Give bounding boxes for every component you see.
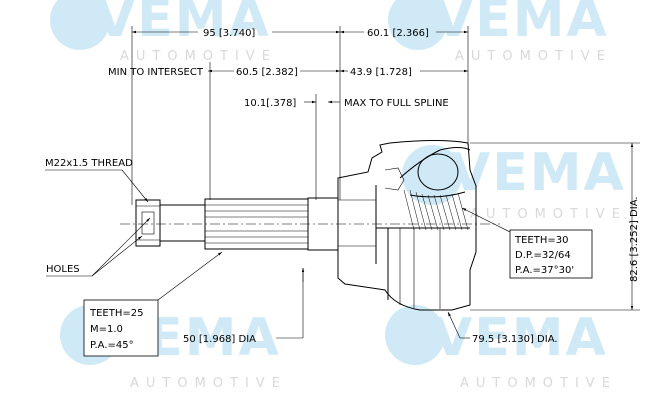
section-hatch: [403, 189, 469, 231]
watermark-sub: AUTOMOTIVE: [460, 376, 617, 391]
spec-right-pitch: D.P.=32/64: [515, 250, 571, 261]
min-to-intersect-label: MIN TO INTERSECT: [108, 67, 204, 78]
spec-right-teeth: TEETH=30: [514, 235, 568, 246]
spec-box-left: TEETH=25 M=1.0 P.A.=45°: [83, 299, 159, 357]
inner-race-lower: [409, 191, 466, 198]
vema-logo-icon: [388, 0, 448, 50]
dim-min-to-intersect: 60.5 [2.382]: [236, 67, 298, 78]
leader-inner-spline: [461, 207, 511, 233]
watermark-sub: AUTOMOTIVE: [455, 49, 612, 64]
vema-logo-icon: [50, 0, 110, 50]
watermark-brand: VEMA: [450, 143, 626, 203]
dim-overall-right: 60.1 [2.366]: [367, 28, 429, 39]
inner-race: [399, 147, 471, 179]
dim-overall-left: 95 [3.740]: [203, 28, 255, 39]
watermark-brand: VEMA: [433, 0, 609, 49]
spec-right-pressure-angle: P.A.=37°30': [515, 265, 574, 276]
thread-label: M22x1.5 THREAD: [45, 158, 133, 169]
cv-joint-part: [135, 140, 477, 311]
watermark-brand: VEMA: [95, 0, 271, 49]
max-to-full-spline: MAX TO FULL SPLINE: [344, 98, 449, 109]
dim-shaft-dia: 50 [1.968] DIA: [183, 334, 256, 345]
dim-outer-dia: 79.5 [3.130] DIA.: [472, 334, 558, 345]
dim-intersect-to-end: 43.9 [1.728]: [350, 67, 412, 78]
watermark-sub: AUTOMOTIVE: [130, 376, 287, 391]
watermark-sub: AUTOMOTIVE: [120, 49, 277, 64]
watermark-sub: AUTOMOTIVE: [470, 207, 627, 222]
shaft-neck: [159, 204, 206, 242]
bell-housing: [337, 140, 477, 311]
leader-spline: [157, 251, 223, 301]
watermark-top-left: VEMA AUTOMOTIVE: [50, 0, 277, 64]
watermark-top-right: VEMA AUTOMOTIVE: [388, 0, 612, 64]
spec-left-pressure-angle: P.A.=45°: [90, 340, 134, 351]
spec-left-teeth: TEETH=25: [89, 308, 143, 319]
dim-spline-offset: 10.1[.378]: [244, 98, 296, 109]
watermark-bottom-right: VEMA AUTOMOTIVE: [385, 305, 617, 391]
spec-box-right: TEETH=30 D.P.=32/64 P.A.=37°30': [509, 229, 593, 279]
dim-height-dia: 82.6 [3.252] DIA.: [629, 196, 640, 282]
vema-logo-icon: [385, 305, 445, 365]
holes-label: HOLES: [46, 264, 80, 275]
spec-left-module: M=1.0: [90, 324, 123, 335]
watermark-middle-right: VEMA AUTOMOTIVE: [402, 143, 627, 222]
threaded-tip: [135, 199, 161, 247]
spline-section: [204, 198, 309, 250]
ball-cage: [417, 153, 459, 191]
vema-logo-icon: [402, 145, 462, 205]
cross-hole: [141, 211, 155, 235]
